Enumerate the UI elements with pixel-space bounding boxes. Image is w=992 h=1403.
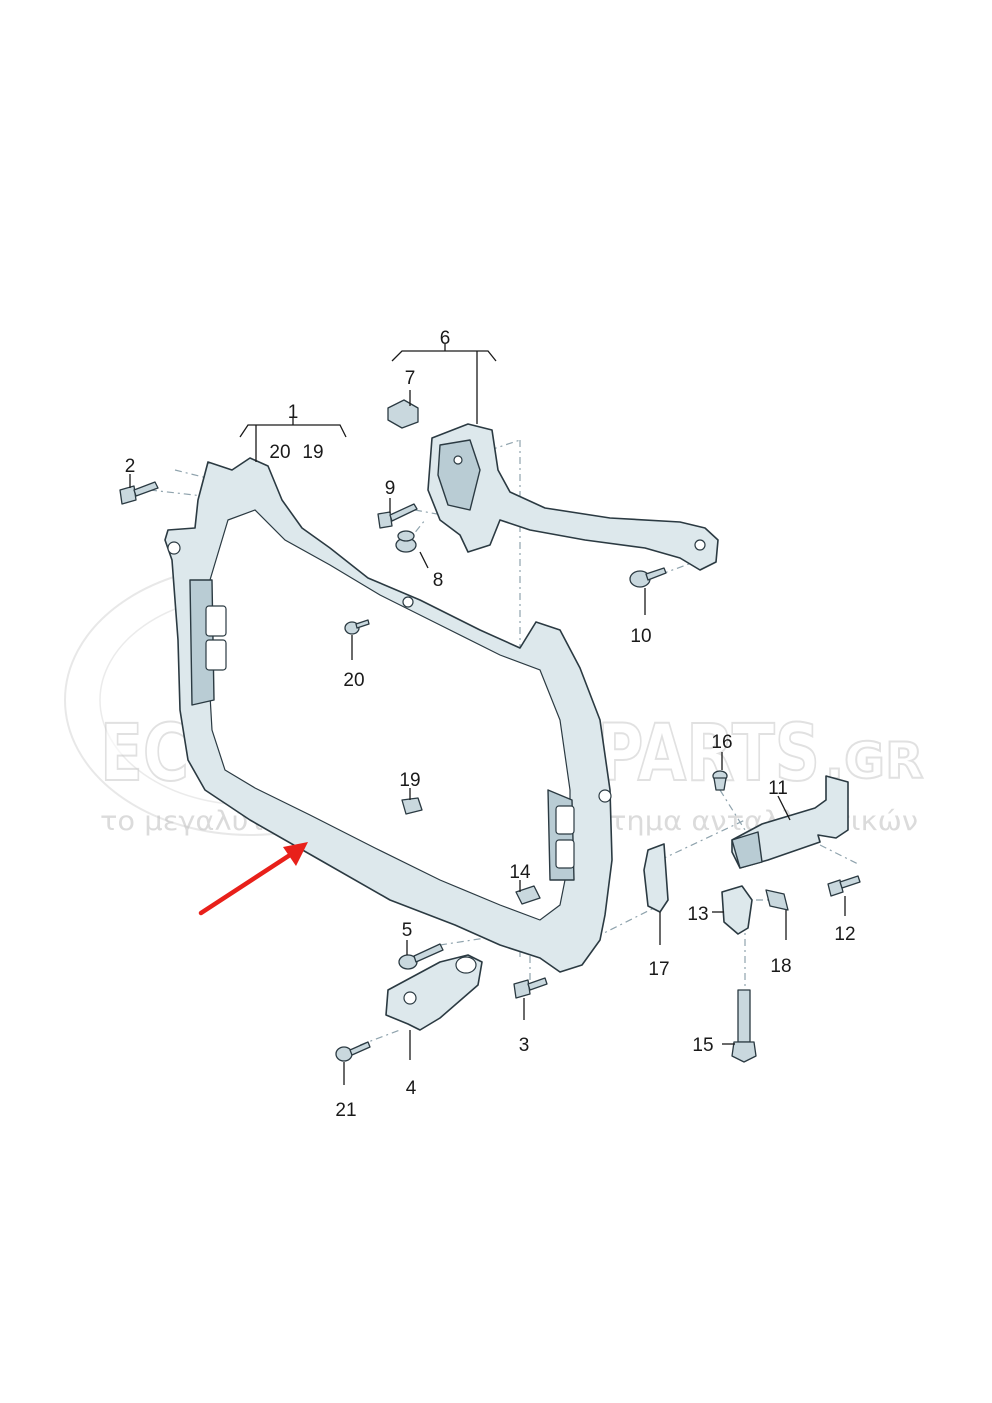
callout-19: 19 bbox=[302, 442, 323, 463]
clip-part bbox=[401, 797, 423, 815]
callout-17: 17 bbox=[648, 959, 669, 980]
screw-part bbox=[629, 567, 667, 588]
nut-part bbox=[395, 530, 417, 553]
screw-part bbox=[335, 1041, 371, 1062]
bolt-part bbox=[119, 481, 159, 505]
callout-14: 14 bbox=[509, 862, 531, 883]
mounting-bracket bbox=[385, 954, 483, 1031]
crash-box-part bbox=[731, 775, 849, 869]
bolt-part bbox=[827, 875, 861, 897]
callout-20: 20 bbox=[269, 442, 290, 463]
clip-part bbox=[387, 399, 419, 429]
lock-carrier-bracket bbox=[427, 423, 719, 571]
callout-2: 2 bbox=[125, 456, 136, 477]
callout-9: 9 bbox=[385, 478, 396, 499]
callout-6: 6 bbox=[440, 328, 451, 349]
long-bolt-part bbox=[731, 989, 757, 1063]
frame-slot bbox=[555, 805, 575, 835]
leader-lines bbox=[129, 344, 846, 1085]
screw-part bbox=[344, 619, 370, 635]
bracket-part bbox=[721, 885, 753, 935]
bolt-part bbox=[377, 503, 418, 529]
bolt-part bbox=[513, 977, 548, 999]
frame-slot bbox=[205, 639, 227, 671]
callout-7: 7 bbox=[405, 368, 416, 389]
callout-8: 8 bbox=[433, 570, 444, 591]
callout-11: 11 bbox=[768, 778, 788, 799]
callout-18: 18 bbox=[770, 956, 791, 977]
callout-13: 13 bbox=[687, 904, 708, 925]
frame-slot bbox=[555, 839, 575, 869]
callout-21: 21 bbox=[335, 1100, 356, 1121]
callout-20: 20 bbox=[343, 670, 364, 691]
rivet-part bbox=[712, 770, 728, 791]
callout-10: 10 bbox=[630, 626, 651, 647]
callout-5: 5 bbox=[402, 920, 413, 941]
callout-12: 12 bbox=[834, 924, 855, 945]
frame-slot bbox=[205, 605, 227, 637]
clip-part bbox=[765, 889, 789, 911]
callout-19: 19 bbox=[399, 770, 420, 791]
red-pointer-arrow bbox=[198, 842, 308, 916]
callout-15: 15 bbox=[692, 1035, 713, 1056]
bolt-part bbox=[398, 943, 444, 970]
callout-16: 16 bbox=[711, 732, 732, 753]
callout-4: 4 bbox=[406, 1078, 417, 1099]
callout-3: 3 bbox=[519, 1035, 530, 1056]
callout-labels: 1 20 19 6 7 2 9 8 10 20 16 11 19 14 13 1… bbox=[125, 328, 856, 1121]
callout-1: 1 bbox=[288, 402, 299, 423]
clip-part bbox=[515, 885, 541, 905]
radiator-support-frame bbox=[164, 457, 613, 973]
bracket-part bbox=[643, 843, 669, 913]
